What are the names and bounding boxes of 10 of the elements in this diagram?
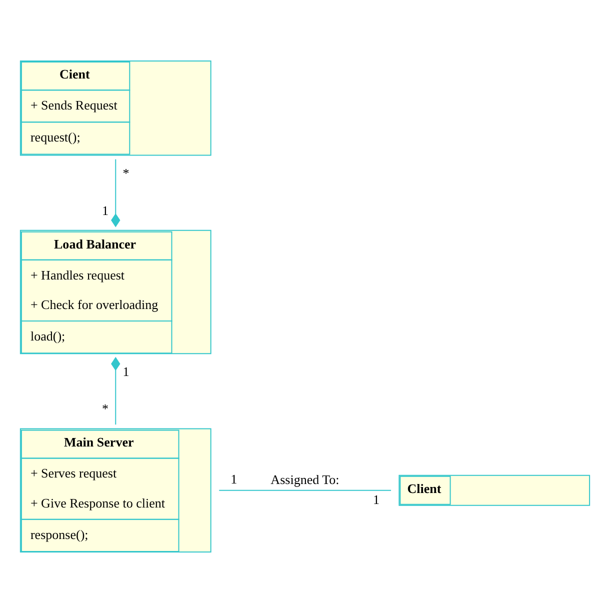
label: *	[102, 401, 109, 416]
label: 1	[230, 471, 238, 486]
connector	[111, 158, 120, 228]
label: 1	[372, 492, 380, 508]
label: 1	[102, 202, 109, 218]
label: 1	[122, 364, 130, 380]
connector	[218, 490, 392, 491]
edge-label: Assigned To:	[270, 472, 340, 487]
label: *	[122, 165, 130, 180]
connector	[111, 356, 120, 426]
